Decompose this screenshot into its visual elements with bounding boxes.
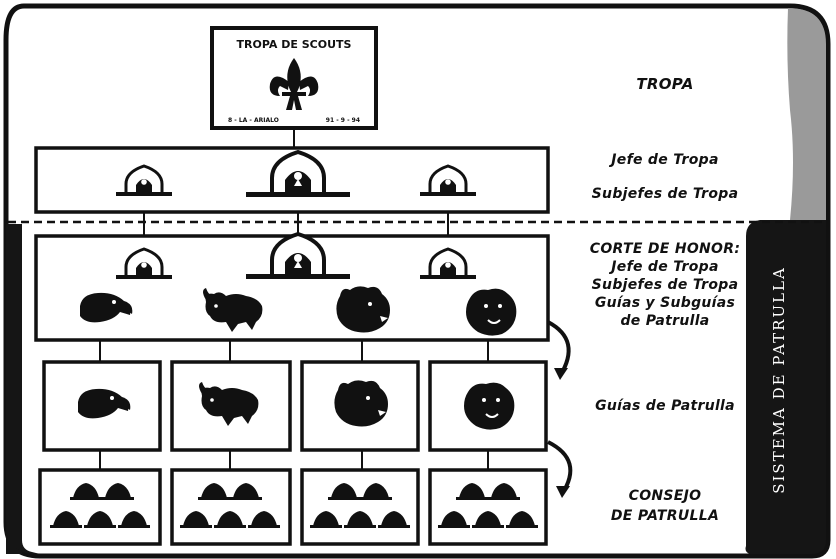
- patrol-council-box: [170, 468, 292, 546]
- consejo-line: DE PATRULLA: [610, 508, 720, 524]
- consejo-line: CONSEJO: [628, 488, 702, 504]
- flag-title: TROPA DE SCOUTS: [237, 38, 352, 51]
- corte-title: CORTE DE HONOR:: [589, 241, 741, 257]
- patrol-council-box: [300, 468, 420, 546]
- patrol-leader-box-eagle: [42, 360, 162, 452]
- flag-footer-right: 91 - 9 - 94: [326, 117, 360, 124]
- right-band-top: [787, 8, 826, 220]
- label-sistema-de-patrulla: SISTEMA DE PATRULLA: [770, 266, 788, 494]
- label-corte-de-honor: CORTE DE HONOR: Jefe de Tropa Subjefes d…: [575, 240, 755, 330]
- label-tropa: TROPA: [636, 75, 694, 93]
- flag-footer-left: 8 - LA - ARIALO: [228, 117, 279, 124]
- patrol-leader-box-buffalo: [170, 360, 292, 452]
- corte-line: Jefe de Tropa: [611, 259, 719, 275]
- corte-line: Subjefes de Tropa: [591, 277, 739, 293]
- corte-line: Guías y Subguías: [594, 295, 736, 311]
- label-guias-de-patrulla: Guías de Patrulla: [595, 398, 735, 414]
- patrol-council-box: [38, 468, 162, 546]
- label-jefe-de-tropa: Jefe de Tropa: [611, 152, 719, 168]
- right-band-black: [745, 220, 826, 554]
- label-consejo-de-patrulla: CONSEJO DE PATRULLA: [580, 486, 750, 526]
- label-subjefes-de-tropa: Subjefes de Tropa: [591, 186, 739, 202]
- patrol-council-box: [428, 468, 548, 546]
- corte-line: de Patrulla: [620, 313, 710, 329]
